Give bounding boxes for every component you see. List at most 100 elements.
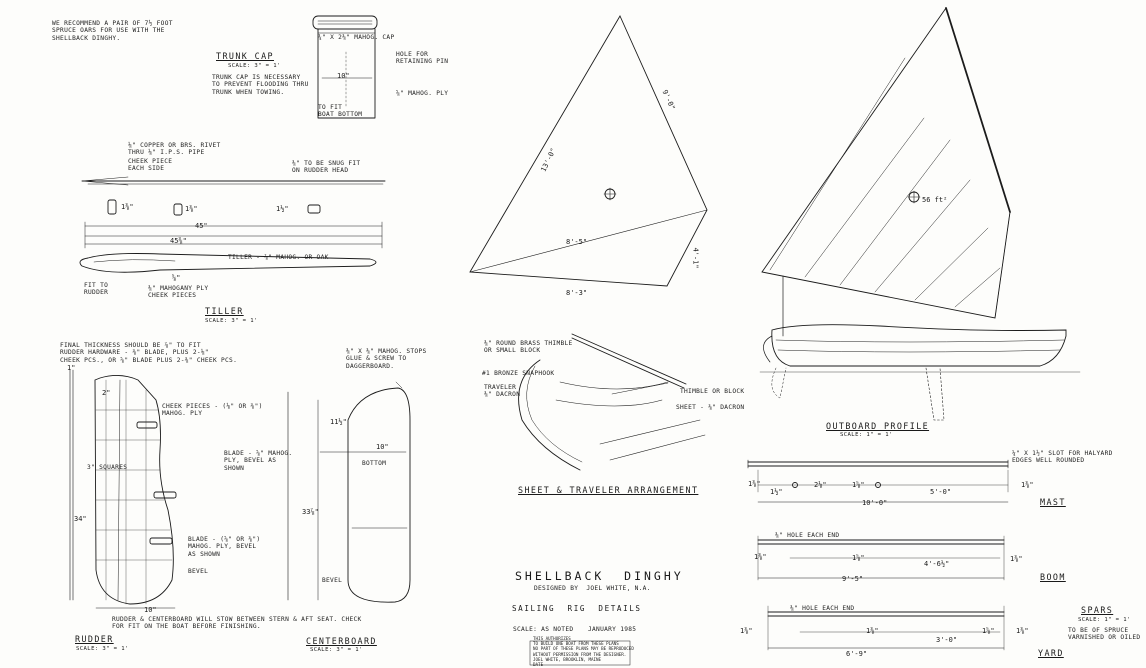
rudder-scale: SCALE: 3" = 1': [76, 646, 129, 652]
traveler-sheet: SHEET - ⅜" DACRON: [676, 404, 745, 411]
boom-hole: ⅜" HOLE EACH END: [775, 532, 840, 539]
rudder-blade: BLADE - (⅝" OR ⅜") MAHOG. PLY, BEVEL AS …: [188, 536, 261, 558]
title-date: JANUARY 1985: [588, 626, 637, 633]
traveler-thimble-block: THIMBLE OR BLOCK: [680, 388, 745, 395]
trunk-cap-scale: SCALE: 3" = 1': [228, 63, 281, 69]
traveler-drawing: [518, 333, 706, 471]
boom-title: BOOM: [1040, 572, 1066, 582]
mast-length: 10'-0": [862, 499, 888, 507]
tiller-mahogany: ⅜" MAHOGANY PLY CHEEK PIECES: [148, 285, 209, 300]
trunk-cap-hole-label: HOLE FOR RETAINING PIN: [396, 51, 449, 66]
boom-length: 9'-5": [842, 575, 864, 583]
centerboard-bevel: BEVEL: [322, 577, 343, 584]
title-subtitle: SAILING RIG DETAILS: [512, 604, 642, 613]
tiller-dim-d: ⅝": [172, 274, 181, 282]
rudder-stow-note: RUDDER & CENTERBOARD WILL STOW BETWEEN S…: [112, 616, 362, 631]
rudder-squares: 3" SQUARES: [87, 464, 128, 471]
mast-d1: 1⅜": [748, 480, 761, 488]
title-designer: DESIGNED BY JOEL WHITE, N.A.: [534, 585, 651, 592]
tiller-dim-a: 1⅜": [121, 203, 134, 211]
centerboard-bottom: BOTTOM: [362, 460, 387, 467]
tiller-snug-fit: ⅜" TO BE SNUG FIT ON RUDDER HEAD: [292, 160, 361, 175]
traveler-title: SHEET & TRAVELER ARRANGEMENT: [518, 485, 699, 495]
mast-d3: 2⅛": [814, 481, 827, 489]
trunk-cap-title: TRUNK CAP: [216, 51, 274, 61]
header-note: WE RECOMMEND A PAIR OF 7½ FOOT SPRUCE OA…: [52, 20, 173, 42]
centerboard-width: 10": [376, 443, 389, 451]
tiller-label: TILLER - ⅞" MAHOG. OR OAK: [228, 254, 329, 261]
title-block-box: [529, 640, 631, 666]
yard-d2: 1⅜": [866, 627, 879, 635]
traveler-shackle: #1 BRONZE SNAPHOOK: [482, 370, 555, 377]
rudder-width: 10": [144, 606, 157, 614]
tiller-dim-b: 1⅜": [185, 205, 198, 213]
trunk-cap-ply-label: ⅝" MAHOG. PLY: [396, 90, 449, 97]
sail-plan-drawing: [469, 15, 708, 287]
boom-d2: 1⅝": [852, 554, 865, 562]
tiller-dim-c: 1½": [276, 205, 289, 213]
profile-sail-area: 56 ft²: [922, 196, 948, 204]
centerboard-drawing: [287, 381, 411, 603]
yard-d3: 3'-0": [936, 636, 958, 644]
tiller-copper-rivet: ⅛" COPPER OR BRS. RIVET THRU ⅛" I.P.S. P…: [128, 142, 221, 157]
mast-d6: 1⅜": [1021, 481, 1034, 489]
yard-d1: 1⅜": [740, 627, 753, 635]
traveler-thimble: ⅜" ROUND BRASS THIMBLE OR SMALL BLOCK: [484, 340, 573, 355]
centerboard-blade: BLADE - ⅝" MAHOG. PLY, BEVEL AS SHOWN: [224, 450, 293, 472]
boom-d1: 1⅜": [754, 553, 767, 561]
title-name: SHELLBACK DINGHY: [515, 569, 684, 583]
trunk-cap-width: 10": [337, 72, 350, 80]
boom-drawing: [757, 535, 1005, 581]
tiller-length-2: 45⅜": [170, 237, 187, 245]
rudder-bevel: BEVEL: [188, 568, 209, 575]
trunk-cap-cap-label: ¾" x 2⅜" MAHOG. CAP: [318, 34, 395, 41]
boom-d4: 1⅜": [1010, 555, 1023, 563]
boom-d3: 4'-6½": [924, 560, 950, 568]
outboard-profile-drawing: [759, 6, 1081, 421]
title-fine-print: THIS AUTHORIZES TO BUILD ONE BOAT FROM T…: [533, 636, 634, 668]
rudder-title: RUDDER: [75, 634, 114, 644]
spars-note: TO BE OF SPRUCE VARNISHED OR OILED: [1068, 627, 1141, 642]
rudder-top-dim: 1": [67, 364, 76, 372]
tiller-scale: SCALE: 3" = 1': [205, 318, 258, 324]
yard-d4: 1⅝": [982, 627, 995, 635]
centerboard-title: CENTERBOARD: [306, 636, 377, 646]
traveler-label: TRAVELER ⅜" DACRON: [484, 384, 521, 399]
mast-slot-note: ¼" x 1½" SLOT FOR HALYARD EDGES WELL ROU…: [1012, 450, 1113, 465]
sail-foot: 8'-3": [566, 289, 588, 297]
sail-edge: 4'-1": [691, 247, 700, 269]
yard-drawing: [767, 605, 1005, 651]
spars-title: SPARS: [1081, 605, 1114, 615]
sail-diag: 8'-5": [566, 238, 588, 246]
centerboard-scale: SCALE: 3" = 1': [310, 647, 363, 653]
rudder-cheek: CHEEK PIECES - (⅛" OR ⅜") MAHOG. PLY: [162, 403, 263, 418]
trunk-cap-note: TRUNK CAP IS NECESSARY TO PREVENT FLOODI…: [212, 74, 309, 96]
tiller-drawing: [79, 176, 386, 273]
spars-scale: SCALE: 1" = 1': [1078, 617, 1131, 623]
yard-hole: ⅜" HOLE EACH END: [790, 605, 855, 612]
profile-scale: SCALE: 1" = 1': [840, 432, 893, 438]
mast-d4: 1⅝": [852, 481, 865, 489]
profile-title: OUTBOARD PROFILE: [826, 421, 930, 431]
trunk-cap-fit-label: TO FIT BOAT BOTTOM: [318, 104, 363, 119]
tiller-cheek-piece: CHEEK PIECE EACH SIDE: [128, 158, 173, 173]
mast-drawing: [747, 459, 1009, 503]
rudder-drawing: [69, 369, 177, 609]
yard-d5: 1⅜": [1016, 627, 1029, 635]
centerboard-stops: ⅜" x ⅜" MAHOG. STOPS GLUE & SCREW TO DAG…: [346, 348, 427, 370]
mast-title: MAST: [1040, 497, 1066, 507]
tiller-length-1: 45": [195, 222, 208, 230]
yard-title: YARD: [1038, 648, 1064, 658]
rudder-height: 34": [74, 515, 87, 523]
centerboard-upper: 11½": [330, 418, 347, 426]
rudder-note: FINAL THICKNESS SHOULD BE ⅞" TO FIT RUDD…: [60, 342, 238, 364]
tiller-fit-rudder: FIT TO RUDDER: [84, 282, 109, 297]
trunk-cap-drawing: [312, 15, 378, 119]
mast-d5: 5'-0": [930, 488, 952, 496]
title-scale: SCALE: AS NOTED: [513, 626, 574, 633]
rudder-dim-2: 2": [102, 389, 111, 397]
centerboard-height: 33⅞": [302, 508, 319, 516]
tiller-title: TILLER: [205, 306, 244, 316]
